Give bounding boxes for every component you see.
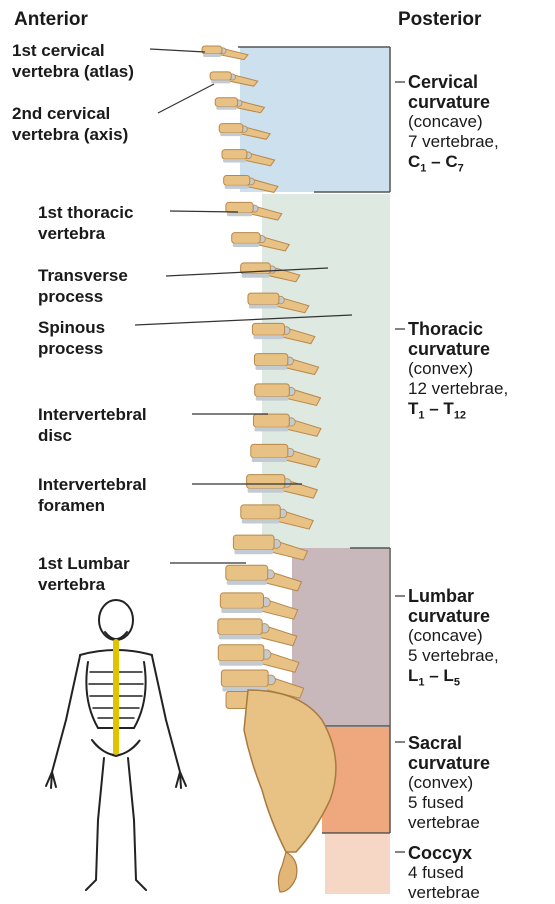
vertebra-body	[248, 293, 279, 305]
intervertebral-disc	[242, 519, 279, 523]
sacral-legend: Sacral curvature (convex) 5 fused verteb…	[408, 733, 490, 833]
intervertebral-disc	[219, 635, 261, 640]
intervertebral-disc	[256, 397, 289, 401]
vertebra-body	[215, 98, 237, 107]
cervical-band	[240, 47, 390, 192]
intervertebral-disc	[233, 243, 260, 247]
vertebra-body	[222, 150, 247, 160]
intervertebral-disc	[220, 133, 242, 136]
lumbar-range: L1 – L5	[408, 666, 499, 692]
vertebra-body	[233, 535, 274, 550]
vertebra-body	[255, 384, 290, 397]
cervical-legend: Cervical curvature (concave) 7 vertebrae…	[408, 72, 499, 178]
leader-atlas	[150, 49, 205, 52]
thoracic-range: T1 – T12	[408, 399, 508, 425]
intervertebral-disc	[234, 550, 273, 554]
vertebra-body	[253, 414, 289, 427]
vertebra-body	[202, 46, 222, 54]
coccyx	[278, 852, 296, 892]
vertebra-body	[210, 72, 231, 80]
coccyx-legend: Coccyx 4 fused vertebrae	[408, 843, 480, 903]
vertebra-body	[226, 202, 253, 212]
vertebra-body	[241, 505, 280, 519]
thoracic-legend: Thoracic curvature (convex) 12 vertebrae…	[408, 319, 508, 425]
intervertebral-disc	[221, 608, 262, 613]
intervertebral-disc	[242, 274, 270, 278]
intervertebral-disc	[227, 580, 267, 585]
vertebra-body	[221, 670, 268, 687]
vertebra-body	[254, 354, 287, 366]
left-hand	[46, 772, 56, 788]
intervertebral-disc	[219, 661, 263, 666]
intervertebral-disc	[223, 159, 246, 162]
lumbar-legend: Lumbar curvature (concave) 5 vertebrae, …	[408, 586, 499, 692]
vertebra-body	[224, 175, 250, 185]
posterior-header: Posterior	[398, 9, 481, 31]
right-leg	[128, 758, 146, 890]
vertebra-body	[226, 565, 268, 580]
right-hand	[176, 772, 186, 788]
skeleton-figure	[46, 600, 186, 890]
skull	[99, 600, 133, 640]
intervertebral-disc	[253, 335, 283, 339]
right-arm	[152, 656, 180, 772]
intervertebral-disc	[225, 185, 249, 188]
cervical-range: C1 – C7	[408, 152, 499, 178]
intervertebral-disc	[254, 427, 288, 431]
intervertebral-disc	[211, 80, 230, 83]
vertebra-body	[219, 124, 243, 133]
leader-axis	[158, 84, 214, 113]
intervertebral-disc	[227, 213, 252, 217]
anterior-header: Anterior	[14, 9, 88, 31]
vertebra-body	[251, 444, 288, 457]
vertebra-body	[218, 645, 264, 661]
intervertebral-disc	[216, 107, 236, 110]
coccyx-band	[325, 834, 390, 894]
lumbar-band	[292, 548, 389, 726]
vertebra-body	[220, 593, 263, 608]
intervertebral-disc	[203, 54, 221, 57]
intervertebral-disc	[252, 458, 287, 462]
vertebra-body	[252, 323, 284, 335]
left-arm	[52, 656, 80, 772]
intervertebral-disc	[255, 366, 286, 370]
intervertebral-disc	[249, 305, 278, 309]
vertebra-body	[247, 475, 285, 489]
left-leg	[86, 758, 104, 890]
intervertebral-disc	[248, 488, 284, 492]
vertebra-body	[218, 619, 262, 635]
vertebra-body	[232, 233, 261, 244]
